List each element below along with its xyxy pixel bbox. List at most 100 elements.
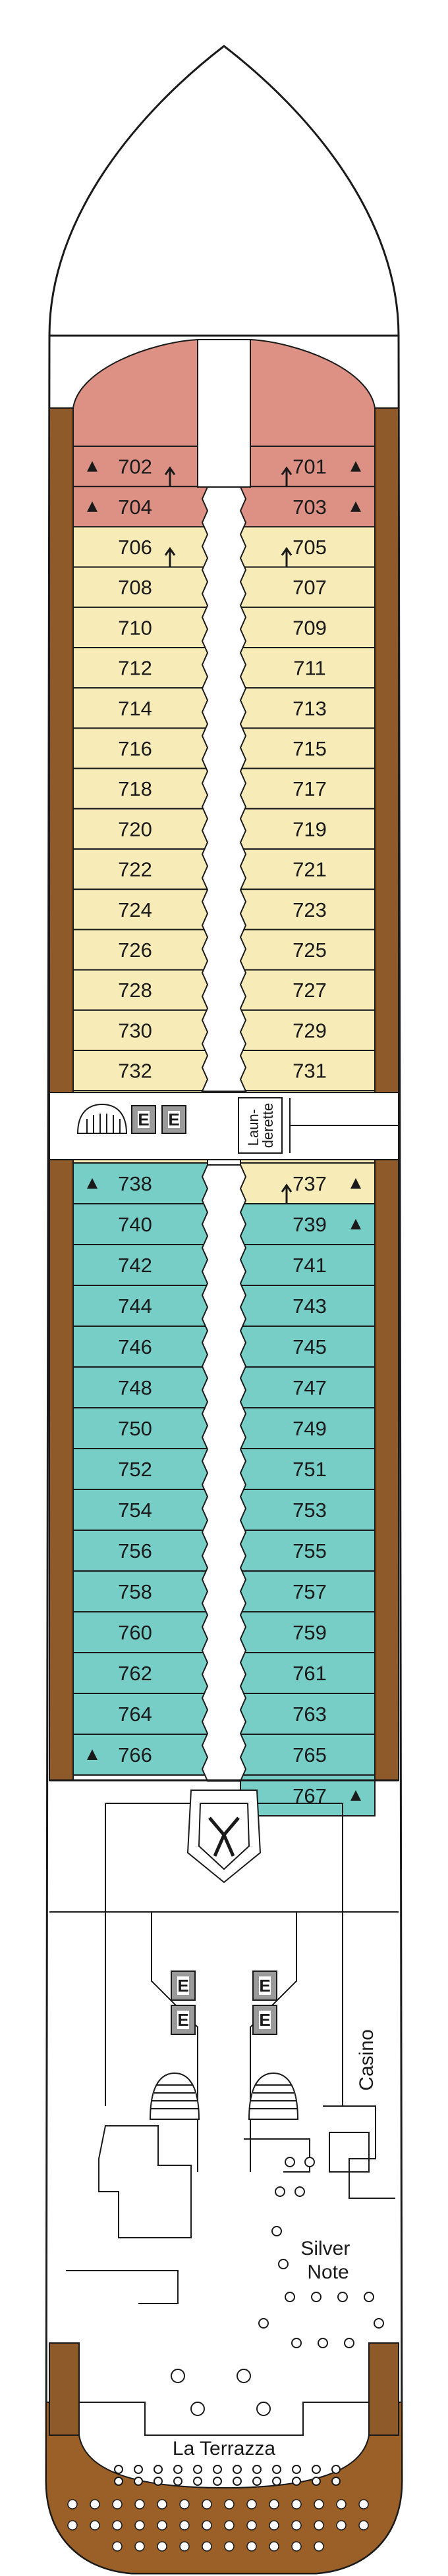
cabin-748[interactable]: 748 [72,1366,208,1408]
cabin-730[interactable]: 730 [72,1009,208,1052]
deck-chair-icon [224,2499,235,2510]
cabin-718[interactable]: 718 [72,767,208,810]
deck-chair-icon [358,2520,369,2531]
cabin-number: 727 [293,979,327,1002]
elevator-icon: E [252,1971,277,2001]
cabin-cell [240,1326,376,1368]
cabin-762[interactable]: 762 [72,1652,208,1694]
cabin-708[interactable]: 708 [72,566,208,608]
cabin-716[interactable]: 716 [72,727,208,769]
cabin-cell [72,767,208,810]
table-icon [285,2292,295,2302]
up-triangle-icon [87,461,98,472]
cabin-number: 732 [118,1060,152,1083]
cabin-714[interactable]: 714 [72,687,208,729]
cabin-729[interactable]: 729 [240,1009,376,1052]
cabin-710[interactable]: 710 [72,606,208,648]
cabin-724[interactable]: 724 [72,889,208,931]
cabin-750[interactable]: 750 [72,1407,208,1449]
table-icon [114,2465,123,2474]
cabin-number: 762 [118,1662,152,1685]
table-icon [213,2477,222,2486]
cabin-756[interactable]: 756 [72,1530,208,1572]
cabin-740[interactable]: 740 [72,1203,208,1245]
cabin-743[interactable]: 743 [240,1285,376,1327]
cabin-738[interactable]: 738 [72,1162,208,1204]
deck-chair-icon [179,2520,190,2531]
cabin-757[interactable]: 757 [240,1570,376,1612]
cabin-cell [72,1203,208,1245]
cabin-704[interactable]: 704 [72,486,208,528]
cabin-760[interactable]: 760 [72,1611,208,1653]
cabin-number: 756 [118,1539,152,1562]
cabin-number: 704 [118,496,152,519]
cabin-752[interactable]: 752 [72,1448,208,1490]
cabin-764[interactable]: 764 [72,1693,208,1735]
cabin-701[interactable]: 701 [240,446,376,507]
cabin-cell [72,1489,208,1531]
cabin-766[interactable]: 766 [72,1734,208,1776]
cabin-number: 761 [293,1662,327,1685]
cabin-725[interactable]: 725 [240,929,376,971]
cabin-719[interactable]: 719 [240,808,376,850]
cabin-723[interactable]: 723 [240,889,376,931]
cabin-cell [240,1570,376,1612]
cabin-712[interactable]: 712 [72,647,208,689]
cabin-703[interactable]: 703 [240,486,376,528]
cabin-cell [72,889,208,931]
cabin-709[interactable]: 709 [240,606,376,648]
cabin-767[interactable]: 767 [240,1774,376,1816]
cabin-cell [240,1530,376,1572]
cabin-759[interactable]: 759 [240,1611,376,1653]
cabin-number: 711 [293,657,325,680]
cabin-737[interactable]: 737 [240,1162,376,1224]
cabin-739[interactable]: 739 [240,1203,376,1245]
deck-chair-icon [336,2499,347,2510]
cabin-720[interactable]: 720 [72,808,208,850]
deck-chair-icon [112,2499,123,2510]
cabin-747[interactable]: 747 [240,1366,376,1408]
cabin-731[interactable]: 731 [240,1050,376,1092]
cabin-753[interactable]: 753 [240,1489,376,1531]
aft-public-area: E E E E [45,1779,403,2574]
cabin-number: 746 [118,1335,152,1358]
cabin-745[interactable]: 745 [240,1326,376,1368]
cabin-713[interactable]: 713 [240,687,376,729]
cabin-755[interactable]: 755 [240,1530,376,1572]
cabin-754[interactable]: 754 [72,1489,208,1531]
cabin-cell [72,1285,208,1327]
silver-note-tables [258,2157,384,2348]
cabin-number: 722 [118,858,152,881]
cabin-number: 702 [118,455,152,478]
cabin-717[interactable]: 717 [240,767,376,810]
cabin-721[interactable]: 721 [240,848,376,890]
cabin-number: 737 [293,1172,327,1195]
cabin-742[interactable]: 742 [72,1244,208,1286]
deck-chair-icon [179,2499,190,2510]
cabin-751[interactable]: 751 [240,1448,376,1490]
cabin-732[interactable]: 732 [72,1050,208,1092]
cabin-715[interactable]: 715 [240,727,376,769]
table-icon [173,2477,182,2486]
cabin-726[interactable]: 726 [72,929,208,971]
cabin-number: 706 [118,536,152,559]
cabin-758[interactable]: 758 [72,1570,208,1612]
cabin-711[interactable]: 711 [240,647,376,689]
cabin-749[interactable]: 749 [240,1407,376,1449]
cabin-722[interactable]: 722 [72,848,208,890]
cabin-746[interactable]: 746 [72,1326,208,1368]
cabin-763[interactable]: 763 [240,1693,376,1735]
table-icon [154,2477,163,2486]
cabin-707[interactable]: 707 [240,566,376,608]
cabin-728[interactable]: 728 [72,969,208,1011]
cabin-cell [72,1448,208,1490]
cabin-741[interactable]: 741 [240,1244,376,1286]
cabin-761[interactable]: 761 [240,1652,376,1694]
aft-hull-strip-starboard [368,2342,399,2436]
cabin-cell [240,647,376,689]
cabin-727[interactable]: 727 [240,969,376,1011]
cabin-744[interactable]: 744 [72,1285,208,1327]
deck-chair-icon [269,2541,279,2552]
cabin-cell [240,1448,376,1490]
cabin-765[interactable]: 765 [240,1734,376,1776]
